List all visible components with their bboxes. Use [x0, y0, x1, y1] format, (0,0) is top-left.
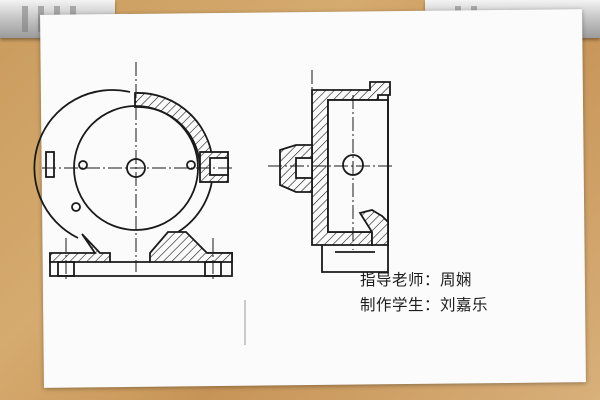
hatched-foot [358, 209, 389, 246]
bolt-hole [78, 160, 88, 170]
side-view [279, 81, 391, 273]
outer-outline [33, 89, 131, 239]
clip-rib [22, 6, 28, 32]
front-view [33, 89, 233, 277]
student-caption: 制作学生：刘嘉乐 [360, 296, 489, 314]
boss-bore [295, 157, 313, 179]
hatched-support-left [49, 233, 111, 263]
hatched-support-right [149, 231, 233, 263]
base-block [321, 245, 389, 273]
bolt-hole [186, 160, 196, 170]
boss-hole [209, 157, 229, 176]
front-centerlines [42, 62, 235, 282]
side-centerlines [268, 70, 395, 250]
bolt-hole [71, 202, 81, 212]
left-lug [45, 151, 55, 178]
instructor-caption: 指导老师：周娴 [360, 271, 473, 289]
